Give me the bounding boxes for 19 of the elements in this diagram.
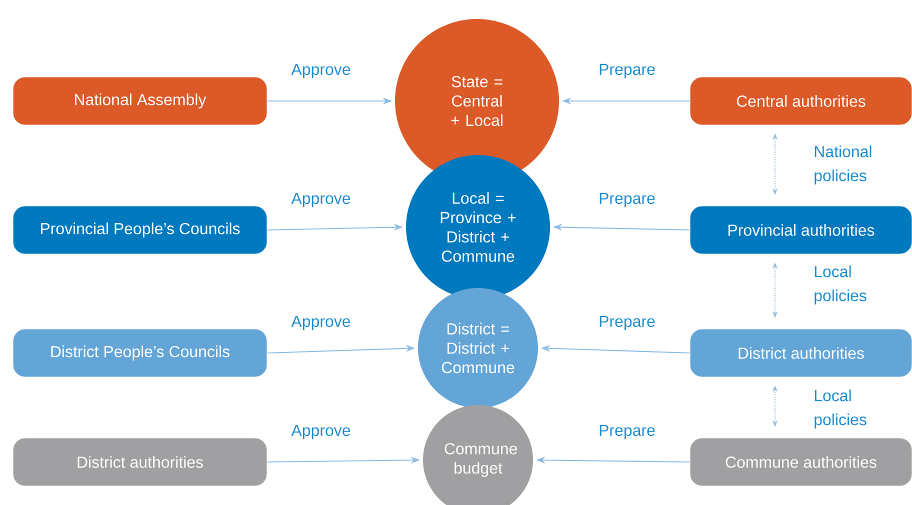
edge-label: Prepare — [600, 192, 655, 208]
authority-box: Provincial authorities — [690, 206, 912, 254]
edge-label: Local policies — [814, 390, 866, 428]
authority-box: National Assembly — [12, 76, 268, 126]
edge-label: Approve — [291, 192, 350, 208]
authority-box: District authorities — [690, 328, 912, 378]
authority-box: District People’s Councils — [12, 328, 268, 378]
edge-label: Approve — [291, 64, 350, 78]
authority-box: District authorities — [12, 438, 268, 486]
edge-label: Prepare — [600, 64, 655, 78]
authority-box: Provincial People’s Councils — [12, 206, 268, 254]
edge-label: Prepare — [600, 316, 655, 330]
edge-label: Approve — [291, 316, 350, 330]
edge-label: Prepare — [600, 424, 655, 440]
edge-label: Approve — [291, 424, 350, 440]
edge-label: National policies — [814, 146, 872, 184]
edge-label: Local policies — [814, 266, 866, 304]
authority-box: Central authorities — [690, 76, 912, 126]
authority-box: Commune authorities — [690, 438, 912, 486]
